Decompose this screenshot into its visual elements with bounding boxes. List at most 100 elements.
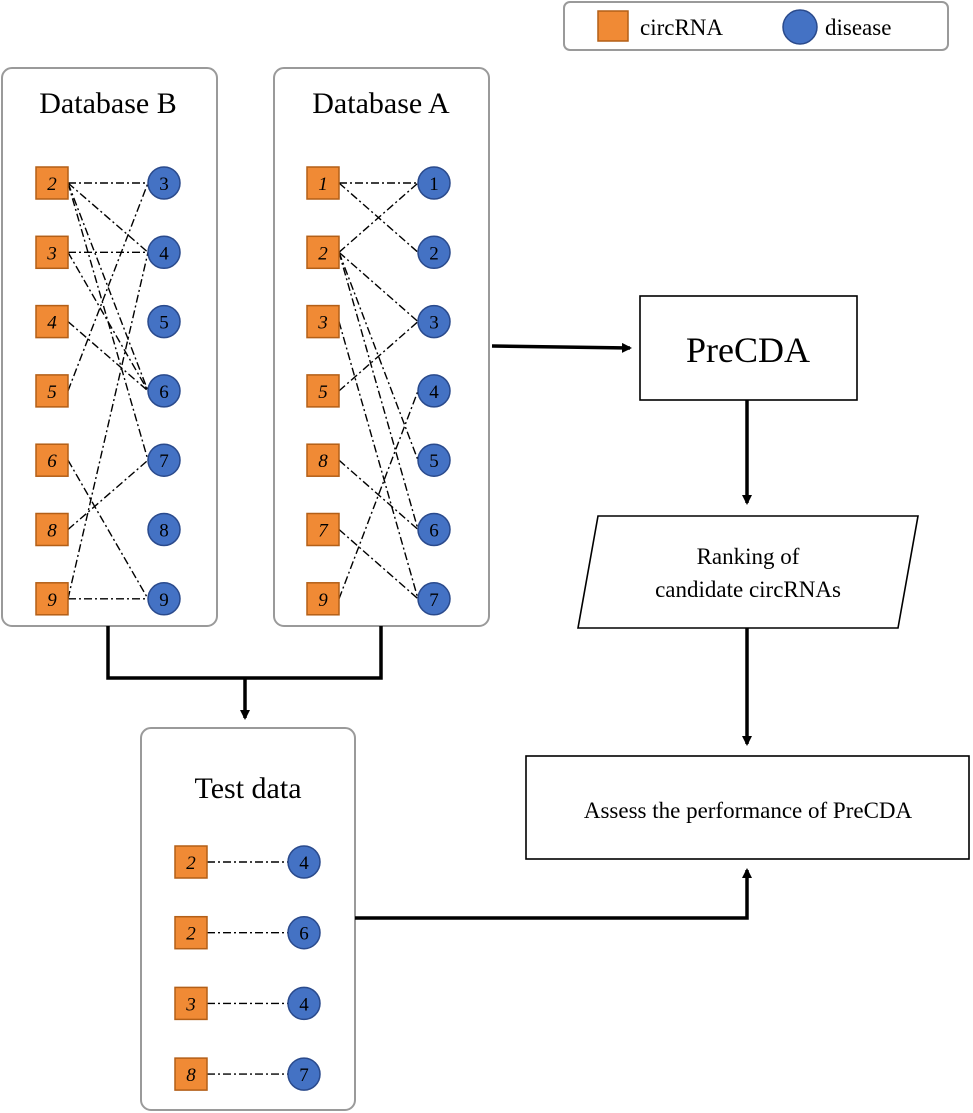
circrna-node: 8 — [35, 512, 69, 547]
circrna-id-label: 9 — [47, 590, 57, 611]
disease-id-label: 4 — [429, 382, 439, 403]
disease-node: 6 — [417, 512, 451, 547]
circrna-id-label: 1 — [318, 174, 328, 195]
circrna-node: 5 — [35, 374, 69, 408]
disease-id-label: 6 — [159, 382, 169, 403]
disease-circle — [147, 166, 181, 200]
circrna-square — [174, 1057, 208, 1091]
disease-circle — [287, 845, 321, 879]
circrna-node: 6 — [35, 443, 69, 477]
ranking-line2: candidate circRNAs — [655, 577, 841, 602]
circrna-id-label: 8 — [318, 451, 328, 472]
legend-disease-label: disease — [825, 15, 891, 40]
circrna-id-label: 4 — [47, 313, 57, 334]
disease-circle — [147, 512, 181, 547]
disease-id-label: 7 — [159, 451, 169, 472]
ranking-line1: Ranking of — [697, 544, 800, 569]
circrna-square — [35, 166, 69, 200]
circrna-square — [35, 512, 69, 547]
disease-id-label: 7 — [299, 1065, 309, 1086]
disease-node: 7 — [147, 443, 181, 477]
disease-node: 2 — [417, 235, 451, 270]
disease-circle — [287, 1057, 321, 1091]
disease-id-label: 5 — [159, 313, 169, 334]
disease-circle — [147, 304, 181, 339]
circrna-id-label: 2 — [186, 853, 196, 874]
circrna-square — [35, 235, 69, 270]
circrna-node: 4 — [35, 304, 69, 339]
disease-node: 7 — [417, 582, 451, 616]
disease-id-label: 4 — [159, 243, 169, 264]
test-circrna-node: 3 — [174, 986, 208, 1021]
circrna-id-label: 5 — [318, 382, 328, 403]
association-link — [338, 459, 419, 531]
circrna-square — [174, 845, 208, 879]
circrna-id-label: 7 — [318, 521, 329, 542]
circrna-id-label: 5 — [47, 382, 57, 403]
test-disease-node: 6 — [287, 915, 321, 950]
association-link — [67, 251, 149, 392]
circrna-id-label: 6 — [47, 451, 57, 472]
disease-circle — [147, 235, 181, 270]
disease-id-label: 3 — [429, 313, 439, 334]
test-circrna-node: 2 — [174, 845, 208, 879]
circrna-node: 8 — [306, 443, 340, 477]
disease-id-label: 7 — [429, 590, 439, 611]
disease-node: 6 — [147, 374, 181, 408]
circrna-id-label: 3 — [185, 994, 196, 1015]
disease-circle — [287, 915, 321, 950]
disease-node: 5 — [147, 304, 181, 339]
circrna-square — [306, 235, 340, 270]
legend-circrna-label: circRNA — [640, 15, 723, 40]
disease-id-label: 9 — [159, 590, 169, 611]
circrna-id-label: 3 — [317, 313, 328, 334]
disease-node: 8 — [147, 512, 181, 547]
association-link — [338, 182, 419, 253]
ranking-parallelogram — [577, 515, 919, 629]
disease-circle — [147, 374, 181, 408]
disease-circle — [287, 986, 321, 1021]
circrna-id-label: 2 — [47, 174, 57, 195]
circrna-id-label: 9 — [318, 590, 328, 611]
association-link — [67, 182, 149, 392]
association-link — [338, 252, 419, 461]
disease-node: 4 — [147, 235, 181, 270]
disease-node: 5 — [417, 443, 451, 477]
disease-circle — [417, 304, 451, 339]
test-circrna-node: 8 — [174, 1057, 208, 1091]
circrna-square — [306, 304, 340, 339]
circrna-square — [306, 443, 340, 477]
database-b-panel — [1, 67, 218, 627]
association-link — [67, 459, 149, 600]
circrna-node: 7 — [306, 512, 340, 547]
disease-id-label: 3 — [159, 174, 169, 195]
circrna-square — [35, 374, 69, 408]
arrow-db-a-to-precda — [491, 342, 632, 353]
database-b-links — [67, 182, 149, 600]
association-link — [338, 252, 419, 530]
disease-circle — [147, 582, 181, 616]
legend: circRNA disease — [563, 1, 949, 51]
circrna-square — [306, 374, 340, 408]
connector-databases-merge — [106, 626, 383, 680]
circrna-square — [306, 582, 340, 616]
disease-id-label: 8 — [159, 521, 169, 542]
legend-circrna-square — [597, 10, 629, 42]
test-data-title: Test data — [194, 772, 301, 805]
disease-id-label: 5 — [429, 451, 439, 472]
test-disease-node: 7 — [287, 1057, 321, 1091]
circrna-square — [306, 166, 340, 200]
database-a-title: Database A — [312, 87, 450, 120]
assess-box — [525, 755, 970, 860]
circrna-square — [174, 986, 208, 1021]
disease-id-label: 6 — [299, 924, 309, 945]
precda-label: PreCDA — [686, 330, 810, 370]
circrna-square — [174, 915, 208, 950]
association-link — [67, 459, 149, 531]
association-link — [67, 321, 149, 392]
circrna-node: 5 — [306, 374, 340, 408]
disease-id-label: 4 — [299, 853, 309, 874]
association-link — [67, 182, 149, 253]
circrna-node: 9 — [306, 582, 340, 616]
disease-node: 1 — [417, 166, 451, 200]
